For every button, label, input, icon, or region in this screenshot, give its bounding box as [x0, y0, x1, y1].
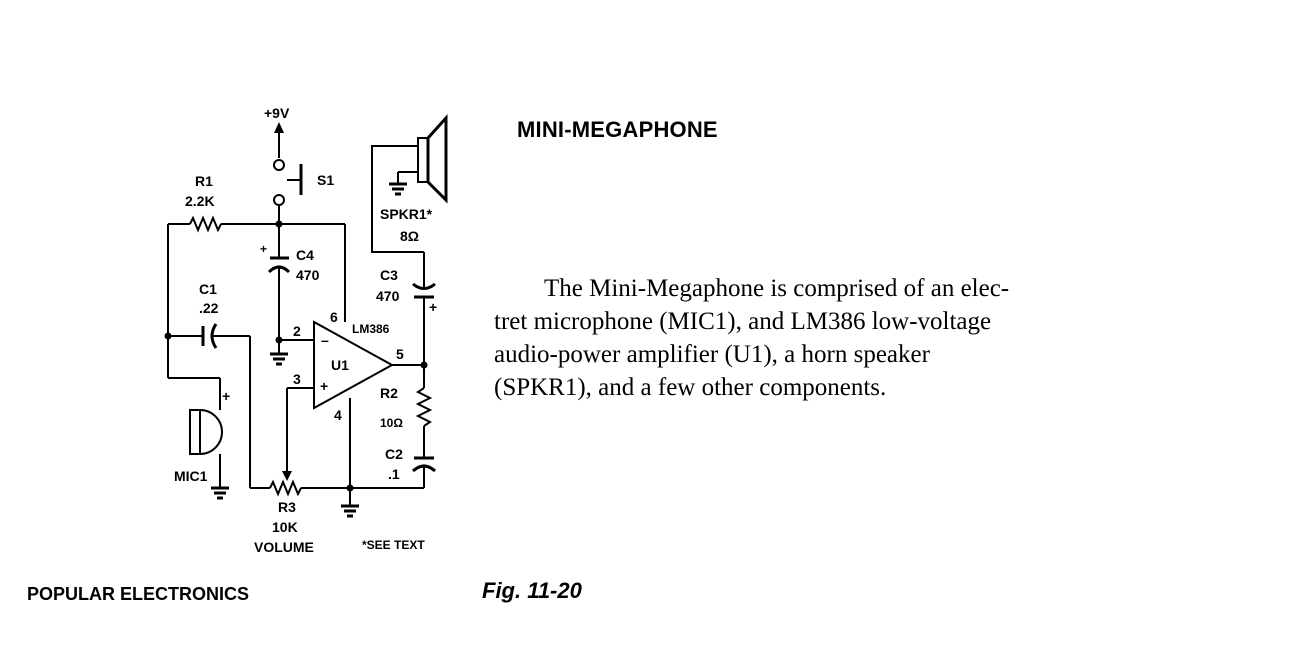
r2-name: R2 [380, 385, 398, 401]
mic-name: MIC1 [174, 468, 208, 484]
u1-minus: – [321, 332, 329, 348]
spkr-value: 8Ω [400, 228, 419, 244]
wiper-arrow [282, 471, 292, 481]
r3-function: VOLUME [254, 539, 314, 555]
c3-name: C3 [380, 267, 398, 283]
r2-value: 10Ω [380, 416, 403, 430]
pin5-label: 5 [396, 346, 404, 362]
microphone-mic1 [189, 409, 223, 455]
pin2-label: 2 [293, 323, 301, 339]
c4-plus: + [260, 242, 267, 256]
spkr-name: SPKR1* [380, 206, 433, 222]
page-title: MINI-MEGAPHONE [517, 117, 718, 142]
description-line: The Mini-Megaphone is comprised of an el… [544, 275, 1010, 302]
r1-name: R1 [195, 173, 213, 189]
u1-name: U1 [331, 357, 349, 373]
pin3-label: 3 [293, 371, 301, 387]
c2-name: C2 [385, 446, 403, 462]
description-line: tret microphone (MIC1), and LM386 low-vo… [494, 308, 992, 335]
ground-symbol [270, 340, 288, 366]
r1-value: 2.2K [185, 193, 215, 209]
u1-plus: + [320, 378, 328, 394]
c2-value: .1 [388, 466, 400, 482]
description: The Mini-Megaphone is comprised of an el… [494, 272, 1080, 404]
c4-value: 470 [296, 267, 320, 283]
ground-symbol [389, 172, 407, 196]
amplifier-u1 [313, 320, 424, 410]
s1-label: S1 [317, 172, 334, 188]
wire [371, 145, 424, 253]
capacitor-c4 [267, 256, 291, 340]
u1-part: LM386 [352, 322, 390, 336]
c3-value: 470 [376, 288, 400, 304]
switch-s1 [273, 159, 303, 206]
c1-name: C1 [199, 281, 217, 297]
speaker-spkr1 [417, 114, 448, 204]
c4-name: C4 [296, 247, 314, 263]
mic-plus: + [222, 388, 230, 404]
figure-label: Fig. 11-20 [482, 578, 582, 603]
description-line: audio-power amplifier (U1), a horn speak… [494, 341, 930, 368]
pin6-label: 6 [330, 309, 338, 325]
ground-symbol [341, 488, 359, 518]
supply-label: +9V [264, 105, 290, 121]
ground-symbol [211, 486, 229, 500]
description-line: (SPKR1), and a few other components. [494, 374, 887, 401]
supply-terminal [274, 122, 284, 158]
r3-value: 10K [272, 519, 298, 535]
resistor-r2 [415, 387, 433, 427]
c3-plus: + [429, 299, 437, 315]
c1-value: .22 [199, 300, 219, 316]
source-credit: POPULAR ELECTRONICS [27, 584, 250, 604]
pin4-label: 4 [334, 407, 342, 423]
potentiometer-r3 [269, 479, 302, 497]
see-text-note: *SEE TEXT [362, 538, 425, 552]
r3-name: R3 [278, 499, 296, 515]
resistor-r1 [189, 215, 222, 233]
